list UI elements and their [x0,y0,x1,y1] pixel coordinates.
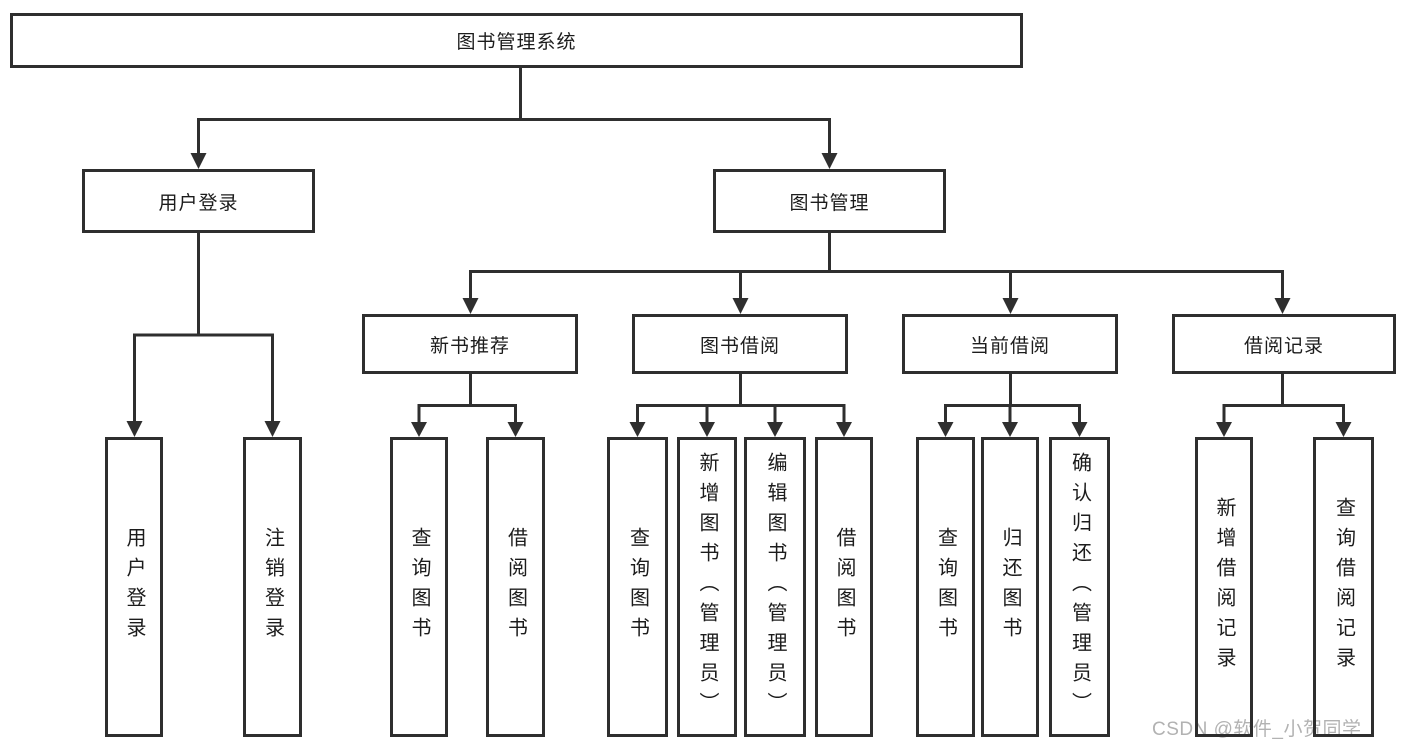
leaf-borrow-book-label: 借阅图书 [833,527,855,647]
node-user-login-label: 用户登录 [158,192,239,214]
leaf-borrow-query-book: 查询图书 [607,437,668,737]
connector-current-borrow-children [937,374,1088,437]
leaf-recommend-query-book-label: 查询图书 [408,527,430,647]
leaf-add-borrow-record: 新增借阅记录 [1195,437,1253,737]
node-book-management: 图书管理 [713,169,946,233]
leaf-current-query-book-label: 查询图书 [934,527,957,647]
node-borrow-record: 借阅记录 [1172,314,1396,374]
node-current-borrow-label: 当前借阅 [969,335,1050,357]
node-book-management-label: 图书管理 [789,192,870,214]
leaf-user-login: 用户登录 [105,437,163,737]
leaf-logout-label: 注销登录 [261,527,284,647]
node-root-label: 图书管理系统 [456,32,577,53]
node-current-borrow: 当前借阅 [902,314,1118,374]
leaf-edit-book-admin: 编辑图书（管理员） [744,437,806,737]
leaf-logout: 注销登录 [243,437,302,737]
leaf-current-query-book: 查询图书 [916,437,975,737]
leaf-recommend-borrow-book-label: 借阅图书 [504,527,527,647]
node-borrow-record-label: 借阅记录 [1243,335,1324,357]
connector-user-login-children [126,233,281,437]
leaf-borrow-query-book-label: 查询图书 [626,527,649,647]
node-book-borrow-label: 图书借阅 [699,335,780,357]
leaf-confirm-return-admin: 确认归还（管理员） [1049,437,1110,737]
connector-root-to-level2 [190,68,838,169]
node-new-book-recommend: 新书推荐 [362,314,578,374]
node-user-login: 用户登录 [82,169,315,233]
connector-new-book-children [411,374,524,437]
node-root: 图书管理系统 [10,13,1023,68]
leaf-user-login-label: 用户登录 [123,527,145,647]
connector-book-borrow-children [629,374,852,437]
leaf-add-book-admin: 新增图书（管理员） [677,437,737,737]
leaf-borrow-book: 借阅图书 [815,437,873,737]
node-new-book-recommend-label: 新书推荐 [429,335,510,357]
csdn-watermark: CSDN @软件_小贺同学 [1152,719,1362,740]
leaf-query-borrow-record: 查询借阅记录 [1313,437,1374,737]
node-book-borrow: 图书借阅 [632,314,848,374]
leaf-add-borrow-record-label: 新增借阅记录 [1213,497,1235,677]
connector-borrow-record-children [1216,374,1352,437]
leaf-query-borrow-record-label: 查询借阅记录 [1332,497,1355,677]
leaf-recommend-query-book: 查询图书 [390,437,448,737]
leaf-edit-book-admin-label: 编辑图书（管理员） [764,452,786,722]
leaf-confirm-return-admin-label: 确认归还（管理员） [1068,452,1091,722]
leaf-return-book-label: 归还图书 [999,527,1021,647]
connector-book-mgmt-children [462,233,1291,314]
leaf-add-book-admin-label: 新增图书（管理员） [696,452,718,722]
leaf-return-book: 归还图书 [981,437,1039,737]
leaf-recommend-borrow-book: 借阅图书 [486,437,545,737]
